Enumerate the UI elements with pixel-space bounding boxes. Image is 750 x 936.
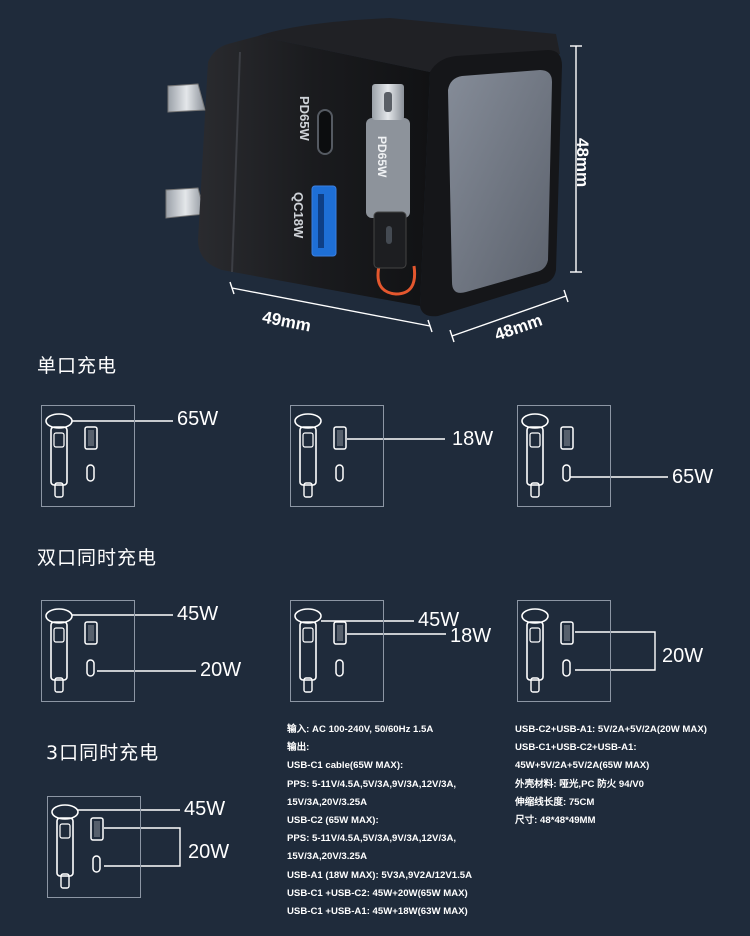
watt-dual3-combined: 20W xyxy=(662,645,704,667)
spec-line: 伸缩线长度: 75CM xyxy=(515,796,595,808)
watt-single-usba: 18W xyxy=(452,428,494,450)
usbc-port xyxy=(317,109,333,155)
triple-port-title: 3口同时充电 xyxy=(46,742,160,764)
watt-dual2-usba: 18W xyxy=(450,625,492,647)
specs-right: USB-C2+USB-A1: 5V/2A+5V/2A(20W MAX) USB-… xyxy=(515,721,707,830)
specs-left: 输入: AC 100-240V, 50/60Hz 1.5A 输出: USB-C1… xyxy=(287,721,472,921)
watt-triple-cable: 45W xyxy=(184,798,226,820)
spec-line: 15V/3A,20V/3.25A xyxy=(287,851,368,863)
spec-line: 45W+5V/2A+5V/2A(65W MAX) xyxy=(515,760,650,772)
watt-dual1-usbc: 20W xyxy=(200,659,242,681)
spec-line: PPS: 5-11V/4.5A,5V/3A,9V/3A,12V/3A, xyxy=(287,778,457,790)
watt-triple-combined: 20W xyxy=(188,841,230,863)
cable-label-text: PD65W xyxy=(375,136,389,178)
spec-line: USB-C1 +USB-A1: 45W+18W(63W MAX) xyxy=(287,906,468,918)
spec-line: 尺寸: 48*48*49MM xyxy=(515,815,596,827)
spec-line: USB-C1+USB-C2+USB-A1: xyxy=(515,742,637,754)
watt-dual1-cable: 45W xyxy=(177,603,219,625)
spec-line: USB-C1 cable(65W MAX): xyxy=(287,760,404,772)
spec-line: USB-A1 (18W MAX): 5V3A,9V2A/12V1.5A xyxy=(287,869,473,881)
spec-line: 15V/3A,20V/3.25A xyxy=(287,796,368,808)
diagram-dual-cable-usbc xyxy=(41,600,135,702)
retractable-cable: PD65W xyxy=(366,84,417,296)
spec-line: USB-C1 +USB-C2: 45W+20W(65W MAX) xyxy=(287,887,468,899)
diagram-single-cable xyxy=(41,405,135,507)
diagram-dual-cable-usba xyxy=(290,600,384,702)
watt-single-usbc: 65W xyxy=(672,466,714,488)
spec-line: USB-C2+USB-A1: 5V/2A+5V/2A(20W MAX) xyxy=(515,724,707,735)
spec-line: USB-C2 (65W MAX): xyxy=(287,815,379,827)
spec-line: 输出: xyxy=(287,742,310,754)
watt-single-cable: 65W xyxy=(177,408,219,430)
spec-line: PPS: 5-11V/4.5A,5V/3A,9V/3A,12V/3A, xyxy=(287,833,457,845)
diagram-single-usba xyxy=(290,405,384,507)
qc-port-text: QC18W xyxy=(291,192,306,239)
single-port-title: 单口充电 xyxy=(37,355,118,377)
product-illustration: PD65W QC18W PD65W xyxy=(165,18,582,343)
watt-dual2-cable: 45W xyxy=(418,609,460,631)
pd-port-text: PD65W xyxy=(297,96,312,142)
diagram-triple xyxy=(47,796,141,898)
diagram-dual-usba-usbc xyxy=(517,600,611,702)
spec-line: 外壳材料: 哑光,PC 防火 94/V0 xyxy=(515,778,645,790)
diagram-single-usbc xyxy=(517,405,611,507)
dimension-lines xyxy=(229,45,582,343)
spec-line: 输入: AC 100-240V, 50/60Hz 1.5A xyxy=(287,724,434,735)
dual-port-title: 双口同时充电 xyxy=(37,547,158,569)
matte-face-panel xyxy=(448,70,552,293)
